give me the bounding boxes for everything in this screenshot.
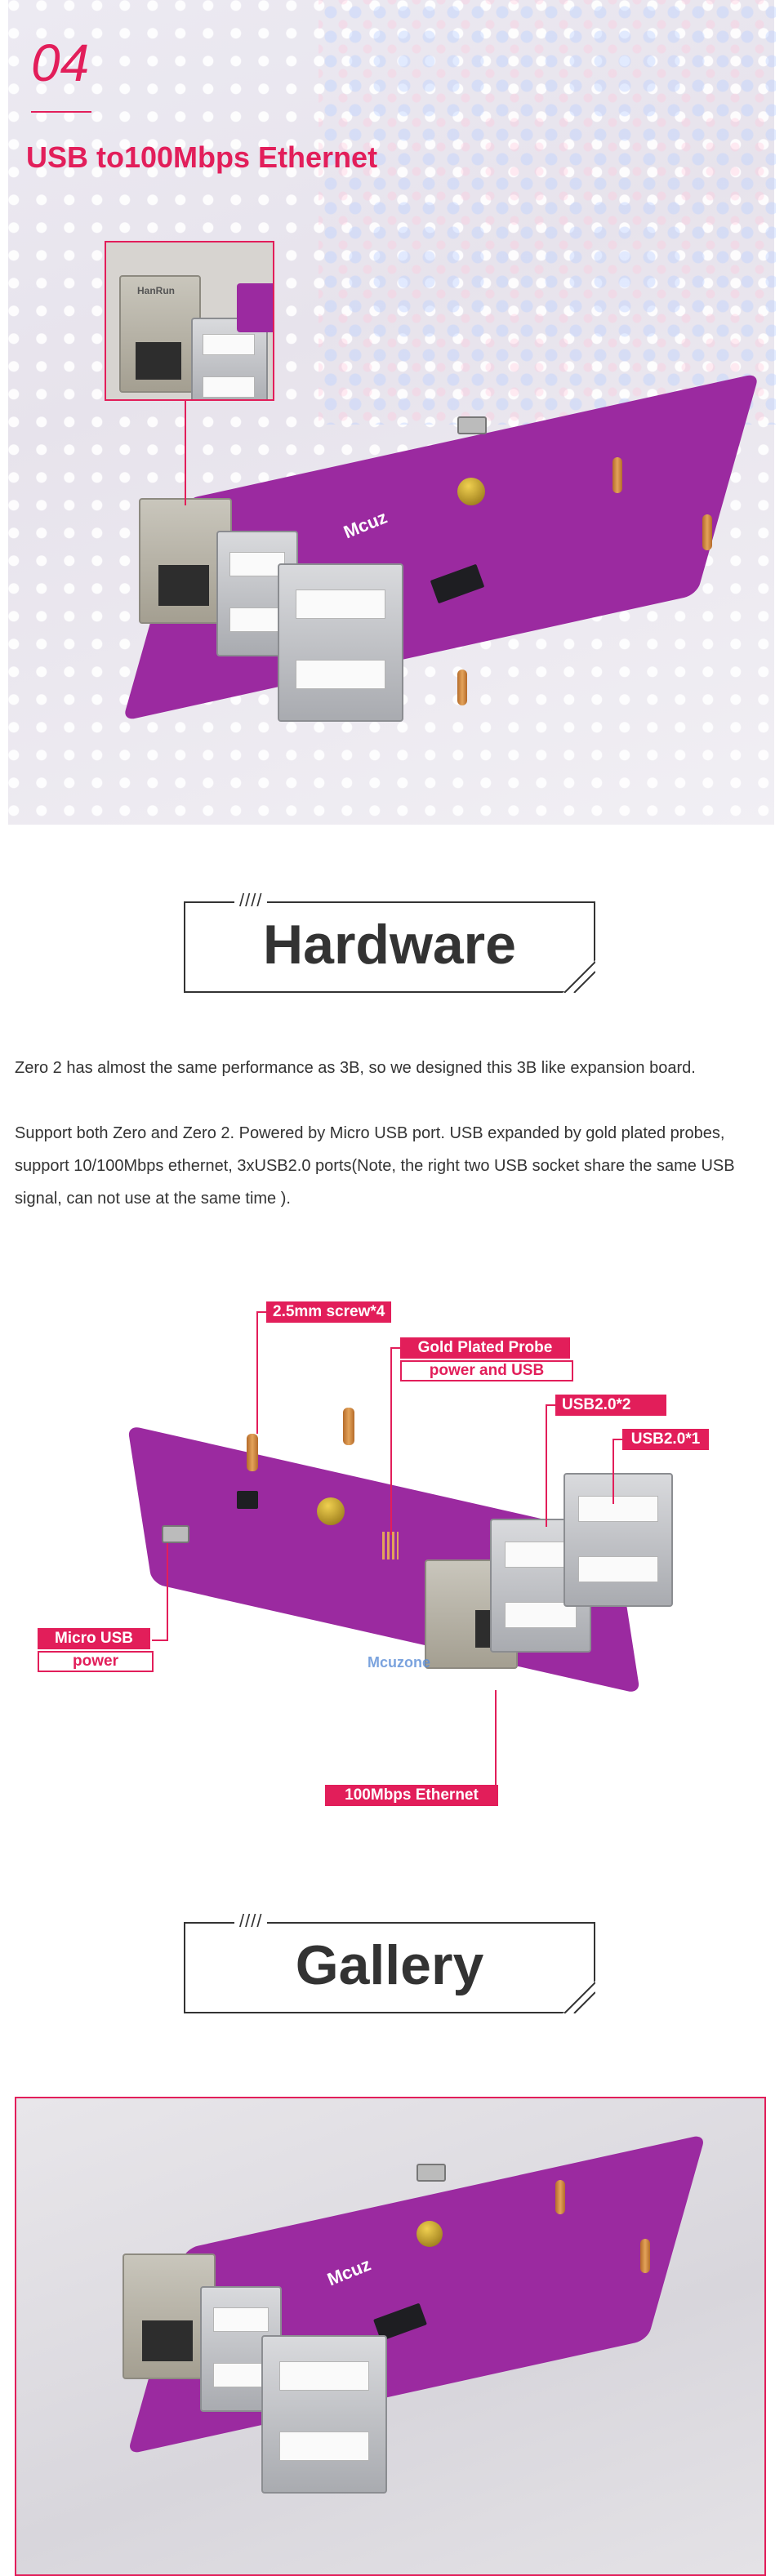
leader-line-screw-h xyxy=(256,1311,268,1313)
usb-slot xyxy=(578,1496,658,1522)
hardware-paragraph-2: Support both Zero and Zero 2. Powered by… xyxy=(15,1117,766,1215)
label-usb1: USB2.0*1 xyxy=(622,1429,709,1450)
hardware-title: Hardware xyxy=(263,914,516,976)
gallery-banner: //// Gallery xyxy=(184,1911,595,2013)
hardware-paragraph-1: Zero 2 has almost the same performance a… xyxy=(15,1059,696,1077)
standoff-screw xyxy=(343,1408,354,1445)
leader-line-screw-v xyxy=(256,1311,258,1434)
hardware-paragraph-2-line-2: support 10/100Mbps ethernet, 3xUSB2.0 po… xyxy=(15,1157,735,1175)
board-watermark: Mcuzone xyxy=(368,1654,431,1671)
zoom-connector-line xyxy=(185,399,186,505)
section-title: USB to100Mbps Ethernet xyxy=(26,140,378,174)
label-micro-usb-subtitle: power xyxy=(38,1651,154,1672)
leader-line-micro-usb-v xyxy=(167,1543,168,1641)
leader-line-usb2-h xyxy=(546,1404,557,1406)
bokeh-background xyxy=(318,0,776,425)
usb-slot xyxy=(229,607,285,632)
hardware-paragraph-2-line-1: Support both Zero and Zero 2. Powered by… xyxy=(15,1124,725,1142)
capacitor xyxy=(416,2221,443,2247)
label-ethernet: 100Mbps Ethernet xyxy=(325,1785,498,1806)
usb-slot xyxy=(203,334,255,355)
banner-corner-decoration xyxy=(563,1981,595,2013)
hero-board-image: Mcuz xyxy=(122,372,760,776)
micro-usb-port xyxy=(162,1525,189,1543)
gold-probe-pins xyxy=(382,1532,399,1559)
standoff-screw xyxy=(640,2239,650,2273)
hardware-paragraph-2-line-3: signal, can not use at the same time ). xyxy=(15,1190,291,1208)
labeled-board-image: Mcuzone xyxy=(122,1396,710,1739)
standoff-screw xyxy=(612,457,622,493)
leader-line-usb1-v xyxy=(612,1439,614,1504)
leader-line-micro-usb-h xyxy=(152,1639,168,1641)
usb-slot xyxy=(296,589,385,619)
usb-port xyxy=(278,563,403,722)
usb-slot xyxy=(213,2307,269,2332)
usb-slot xyxy=(279,2431,369,2461)
leader-line-probe-h xyxy=(390,1347,402,1349)
standoff-screw xyxy=(555,2180,565,2214)
usb-slot xyxy=(213,2363,269,2387)
micro-usb-port xyxy=(416,2164,446,2182)
label-probe-title: Gold Plated Probe xyxy=(400,1337,570,1359)
label-micro-usb-title: Micro USB xyxy=(38,1628,150,1649)
usb-slot xyxy=(203,376,255,398)
standoff-screw xyxy=(247,1434,258,1471)
capacitor xyxy=(457,478,485,505)
usb-slot xyxy=(229,552,285,576)
label-screw: 2.5mm screw*4 xyxy=(266,1301,392,1323)
label-usb2: USB2.0*2 xyxy=(555,1395,666,1416)
usb-slot xyxy=(578,1556,658,1582)
leader-line-ethernet-v xyxy=(495,1690,497,1796)
banner-slashes: //// xyxy=(234,890,268,911)
gallery-photo: Mcuz xyxy=(15,2097,766,2576)
rj45-brand: HanRun xyxy=(137,285,175,296)
usb-slot xyxy=(296,660,385,689)
rj45-hole xyxy=(158,565,209,606)
gallery-title: Gallery xyxy=(295,1934,484,1996)
banner-slashes: //// xyxy=(234,1911,268,1932)
leader-line-probe-v xyxy=(390,1347,392,1535)
leader-line-usb2-v xyxy=(546,1404,547,1527)
section-rule xyxy=(31,111,91,113)
usb-port xyxy=(261,2335,387,2494)
rj45-jack: HanRun xyxy=(119,275,201,393)
rj45-hole xyxy=(142,2320,193,2361)
label-probe-subtitle: power and USB xyxy=(400,1360,573,1381)
usb-port-single xyxy=(564,1473,673,1607)
hardware-banner: //// Hardware xyxy=(184,890,595,993)
usb-slot xyxy=(279,2361,369,2391)
pcb-edge xyxy=(237,283,273,332)
zoom-inset: HanRun xyxy=(105,241,274,401)
rj45-hole xyxy=(136,342,181,380)
banner-corner-decoration xyxy=(563,960,595,993)
leader-line-usb1-h xyxy=(612,1439,624,1440)
section-number: 04 xyxy=(31,33,90,92)
standoff-screw xyxy=(702,514,712,550)
leader-line-ethernet-h xyxy=(483,1795,497,1796)
capacitor xyxy=(317,1497,345,1525)
standoff-screw xyxy=(457,670,467,705)
ic-chip xyxy=(237,1491,258,1509)
micro-usb-port xyxy=(457,416,487,434)
